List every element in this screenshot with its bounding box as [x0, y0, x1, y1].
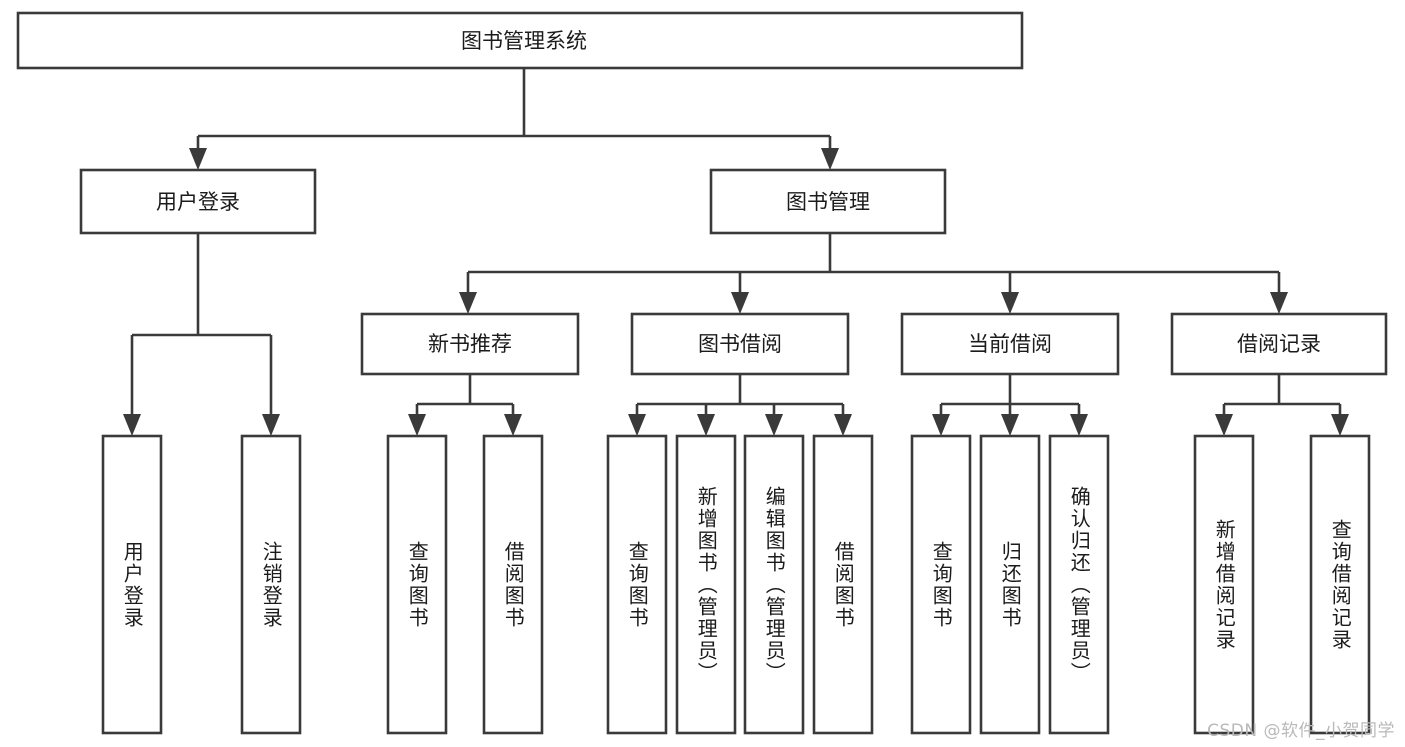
arrow-head-icon [932, 414, 950, 436]
leaf-box-borrow-edit[interactable] [743, 434, 805, 735]
arrow-head-icon [765, 414, 783, 436]
leaf-box-user-logout[interactable] [240, 434, 302, 735]
node-box[interactable] [16, 11, 1024, 70]
arrow-head-icon [123, 414, 141, 436]
leaf-box-cur-return[interactable] [979, 434, 1041, 735]
leaf-box-borrow-add[interactable] [675, 434, 737, 735]
connector-new-book-rec-to-leaves [408, 374, 522, 436]
node-current-borrow[interactable]: 当前借阅 [900, 312, 1120, 376]
arrow-head-icon [189, 148, 207, 170]
arrow-head-icon [1331, 414, 1349, 436]
leaf-box-cur-confirm[interactable] [1048, 434, 1110, 735]
node-label: 借阅记录 [1237, 332, 1321, 356]
watermark-text: CSDN @软件_小贺同学 [1207, 721, 1395, 741]
arrow-head-icon [1215, 414, 1233, 436]
node-box[interactable] [1170, 312, 1388, 376]
leaf-box-rec-borrow[interactable] [482, 434, 544, 735]
leaf-box-borrow-query[interactable] [606, 434, 668, 735]
connector-root-to-level2 [189, 68, 839, 170]
node-borrow-record[interactable]: 借阅记录 [1170, 312, 1388, 376]
connector-book-borrow-to-leaves [628, 374, 852, 436]
leaf-box-cur-query[interactable] [910, 434, 972, 735]
leaf-box-rec-query[interactable] [386, 434, 448, 735]
node-label: 新书推荐 [428, 332, 512, 356]
node-label: 用户登录 [156, 190, 240, 214]
node-book-manage[interactable]: 图书管理 [709, 168, 947, 235]
node-box[interactable] [630, 312, 850, 376]
connector-current-borrow-to-leaves [932, 374, 1088, 436]
node-label: 图书管理 [786, 190, 870, 214]
arrow-head-icon [1270, 292, 1288, 314]
arrow-head-icon [1001, 292, 1019, 314]
connector-user-login-to-leaves [123, 233, 280, 436]
node-box[interactable] [360, 312, 580, 376]
arrow-head-icon [1001, 414, 1019, 436]
node-box[interactable] [79, 168, 317, 235]
node-book-borrow[interactable]: 图书借阅 [630, 312, 850, 376]
node-label: 当前借阅 [968, 332, 1052, 356]
arrow-head-icon [821, 148, 839, 170]
node-new-book-rec[interactable]: 新书推荐 [360, 312, 580, 376]
arrow-head-icon [459, 292, 477, 314]
arrow-head-icon [1070, 414, 1088, 436]
leaf-box-user-login[interactable] [101, 434, 163, 735]
arrow-head-icon [628, 414, 646, 436]
connector-borrow-record-to-leaves [1215, 374, 1349, 436]
node-box[interactable] [900, 312, 1120, 376]
leaf-boxes [101, 434, 1371, 735]
node-label: 图书借阅 [698, 332, 782, 356]
node-box[interactable] [709, 168, 947, 235]
leaf-box-borrow-do[interactable] [812, 434, 874, 735]
connector-book-manage-to-level3 [459, 233, 1288, 314]
node-label: 图书管理系统 [461, 29, 587, 53]
leaf-box-rec-search[interactable] [1309, 434, 1371, 735]
arrow-head-icon [408, 414, 426, 436]
arrow-head-icon [697, 414, 715, 436]
arrow-head-icon [834, 414, 852, 436]
arrow-head-icon [262, 414, 280, 436]
node-root[interactable]: 图书管理系统 [16, 11, 1024, 70]
leaf-box-rec-add[interactable] [1193, 434, 1255, 735]
arrow-head-icon [731, 292, 749, 314]
arrow-head-icon [504, 414, 522, 436]
node-user-login[interactable]: 用户登录 [79, 168, 317, 235]
